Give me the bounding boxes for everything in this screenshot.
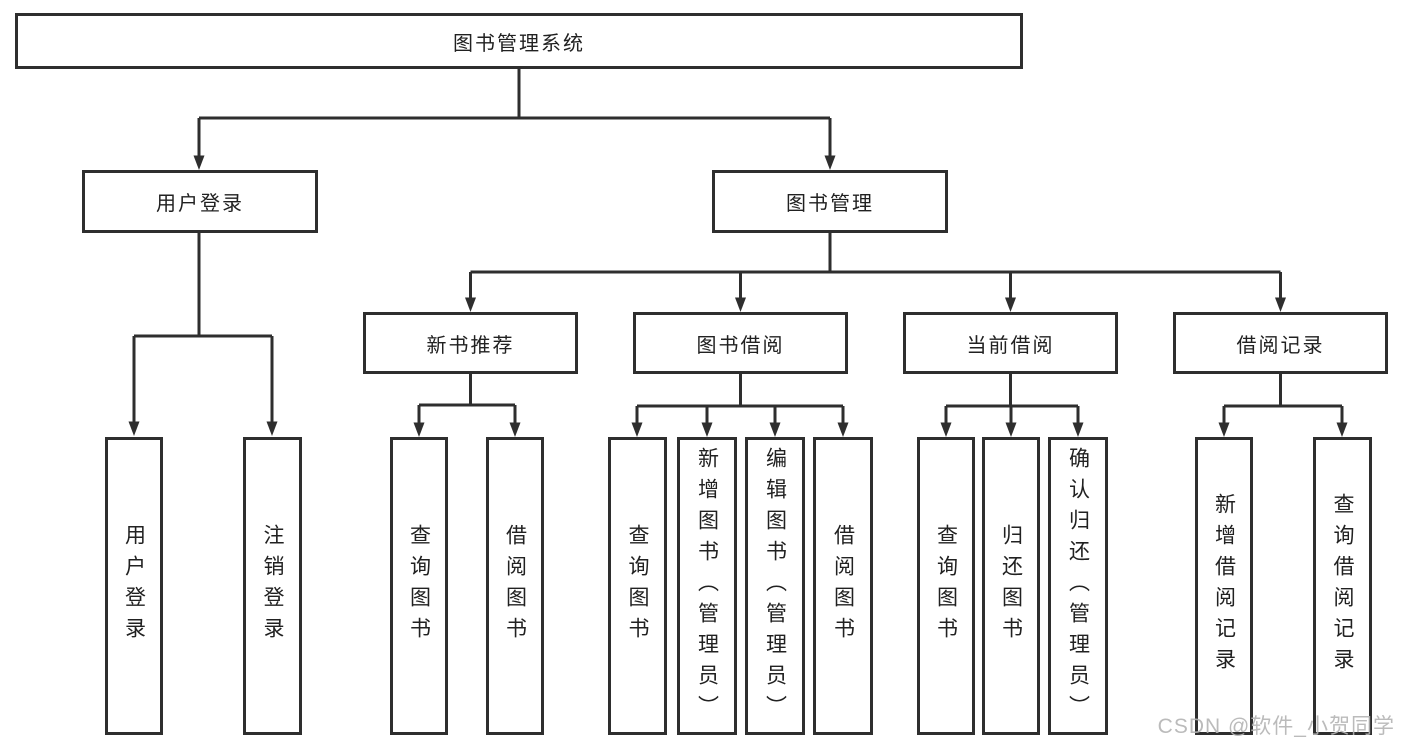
node-label: 归还图书 [999,524,1023,648]
node-label: 图书借阅 [696,334,785,357]
arrow-down-icon [1005,297,1016,312]
node-label: 用户登录 [156,193,244,215]
leaf-query-borrow-record: 查询借阅记录 [1313,437,1372,735]
node-label: 新增借阅记录 [1212,493,1236,679]
arrow-down-icon [1336,422,1348,437]
arrow-down-icon [1072,422,1084,437]
node-borrowing-records: 借阅记录 [1173,312,1388,374]
arrow-down-icon [266,421,278,436]
leaf-borrow-books: 借阅图书 [813,437,873,735]
node-label: 图书管理系统 [453,32,585,55]
leaf-edit-books-admin: 编辑图书（管理员） [745,437,805,735]
node-label: 借阅图书 [503,524,527,648]
edge-line [635,373,845,425]
node-label: 确认归还（管理员） [1066,446,1090,726]
arrow-down-icon [837,422,849,437]
edges-root-to-branches [193,68,836,170]
edges-user-login-to-leaves [128,233,278,436]
arrow-down-icon [1005,422,1017,437]
edges-book-mgmt-to-sections [465,233,1286,312]
node-book-management-branch: 图书管理 [712,170,948,233]
leaf-return-books: 归还图书 [982,437,1040,735]
leaf-add-borrow-record: 新增借阅记录 [1195,437,1253,735]
node-label: 查询借阅记录 [1331,493,1354,679]
csdn-watermark: CSDN @软件_小贺同学 [1157,715,1395,738]
edge-line [1222,373,1344,425]
edge-line [417,373,517,425]
arrow-down-icon [509,422,521,437]
arrow-down-icon [413,422,425,437]
node-label: 图书管理 [786,193,874,215]
node-label: 新书推荐 [426,334,515,357]
node-book-borrowing: 图书借阅 [633,312,848,374]
arrow-down-icon [1218,422,1230,437]
edges-borrow-to-leaves [631,373,849,437]
edge-line [469,233,1282,300]
leaf-query-books: 查询图书 [608,437,667,735]
node-label: 查询图书 [407,524,431,648]
node-label: 查询图书 [934,524,958,648]
node-user-login-branch: 用户登录 [82,170,318,233]
arrow-down-icon [701,422,713,437]
edge-line [132,233,274,424]
node-label: 注销登录 [261,524,284,648]
arrow-down-icon [940,422,952,437]
arrow-down-icon [824,155,836,170]
leaf-query-books: 查询图书 [390,437,448,735]
node-label: 查询图书 [626,524,649,648]
node-label: 编辑图书（管理员） [763,446,787,726]
edge-line [197,68,832,158]
node-root-system: 图书管理系统 [15,13,1023,69]
leaf-user-login: 用户登录 [105,437,163,735]
edge-line [944,373,1080,425]
leaf-logout: 注销登录 [243,437,302,735]
node-current-borrowing: 当前借阅 [903,312,1118,374]
node-new-book-recommendation: 新书推荐 [363,312,578,374]
arrow-down-icon [465,297,476,312]
node-label: 用户登录 [122,524,146,648]
arrow-down-icon [769,422,781,437]
leaf-borrow-books: 借阅图书 [486,437,544,735]
edges-new-book-to-leaves [413,373,521,437]
node-label: 借阅记录 [1236,334,1325,357]
node-label: 新增图书（管理员） [695,446,719,726]
arrow-down-icon [193,155,205,170]
arrow-down-icon [128,421,140,436]
leaf-confirm-return-admin: 确认归还（管理员） [1048,437,1108,735]
node-label: 当前借阅 [966,334,1055,357]
arrow-down-icon [735,297,746,312]
edges-current-to-leaves [940,373,1084,437]
leaf-query-books: 查询图书 [917,437,975,735]
edges-records-to-leaves [1218,373,1348,437]
leaf-add-books-admin: 新增图书（管理员） [677,437,737,735]
node-label: 借阅图书 [831,524,855,648]
arrow-down-icon [1275,297,1286,312]
arrow-down-icon [631,422,643,437]
